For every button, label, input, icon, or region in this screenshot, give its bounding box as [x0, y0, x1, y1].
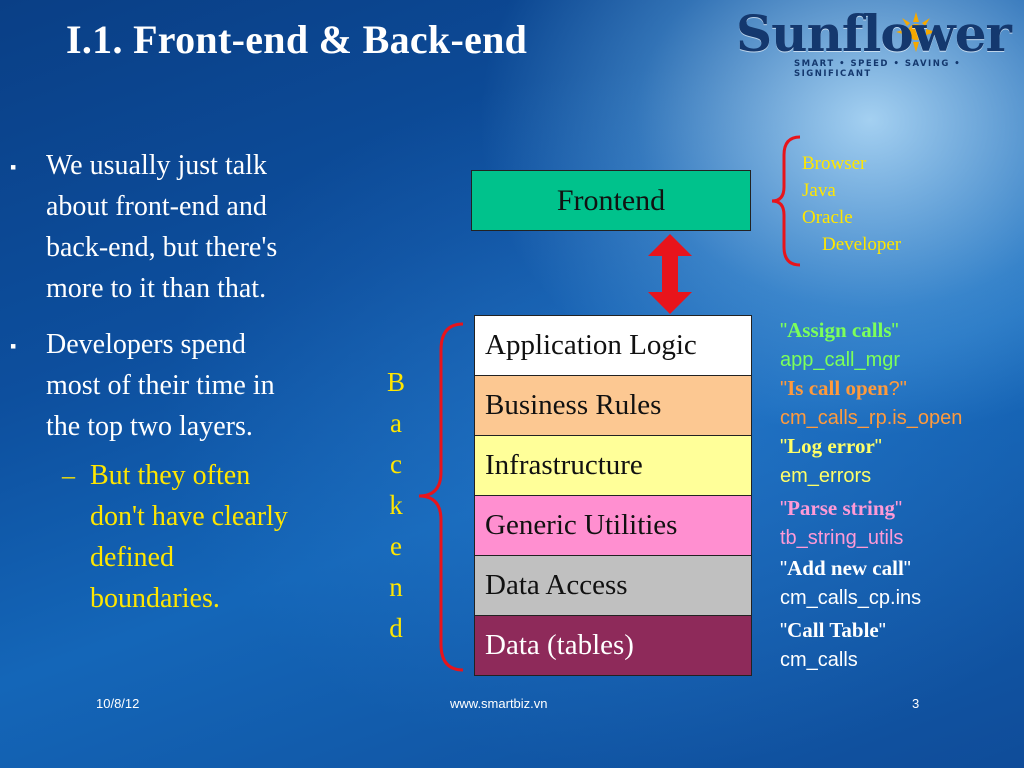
annotation-quote: " — [891, 320, 899, 342]
backend-letter: c — [390, 449, 402, 479]
annotation-quote: " — [874, 436, 882, 458]
backend-bracket — [418, 322, 464, 672]
bullet-line: about front-end and — [46, 191, 267, 222]
frontend-bracket — [771, 135, 801, 267]
double-arrow-icon — [648, 234, 692, 314]
layer-business-rules: Business Rules — [474, 375, 752, 436]
annotation-code: app_call_mgr — [780, 349, 901, 371]
annotation-parse-string: "Parse string" tb_string_utils — [780, 494, 903, 553]
annotation-code: cm_calls_rp.is_open — [780, 407, 963, 429]
bullet-line: Developers spend — [46, 329, 246, 360]
annotation-call-table: "Call Table" cm_calls — [780, 616, 886, 675]
bullet-line: We usually just talk — [46, 150, 267, 181]
layer-data-access: Data Access — [474, 555, 752, 616]
logo-tagline: SMART • SPEED • SAVING • SIGNIFICANT — [794, 59, 962, 79]
backend-letter: B — [386, 367, 405, 397]
backend-label: B a c k e n d — [385, 362, 407, 649]
annotation-code: cm_calls_cp.ins — [780, 587, 922, 609]
sun-icon — [896, 12, 936, 52]
annotation-title: Is call open — [787, 376, 889, 400]
annotation-title: Assign calls — [787, 318, 892, 342]
bullet-line: the top two layers. — [46, 411, 253, 442]
backend-letter: e — [390, 531, 402, 561]
bullet-line: more to it than that. — [46, 273, 267, 304]
layer-infrastructure: Infrastructure — [474, 435, 752, 496]
browser-item: Java — [802, 180, 836, 201]
backend-letter: d — [389, 613, 403, 643]
annotation-code: em_errors — [780, 465, 872, 487]
footer-date: 10/8/12 — [96, 696, 140, 711]
backend-letter: k — [389, 490, 403, 520]
sub-bullet-item: – But they often don't have clearly defi… — [62, 455, 288, 619]
layer-generic-utilities: Generic Utilities — [474, 495, 752, 556]
bullet-marker: ▪ — [10, 336, 17, 356]
annotation-quote: " — [878, 620, 886, 642]
browser-item: Developer — [822, 234, 902, 255]
bullet-item-2: ▪ Developers spend most of their time in… — [10, 324, 275, 447]
annotation-title: Add new call — [787, 556, 904, 580]
bullet-marker: ▪ — [10, 157, 17, 177]
browser-item: Oracle — [802, 207, 853, 228]
sunflower-logo: Sunflower SMART • SPEED • SAVING • SIGNI… — [736, 4, 1016, 79]
footer-page-number: 3 — [912, 696, 920, 711]
annotation-is-call-open: "Is call open?" cm_calls_rp.is_open — [780, 374, 962, 433]
bullet-line: back-end, but there's — [46, 232, 278, 263]
annotation-quote: " — [903, 558, 911, 580]
bullet-line: defined — [90, 542, 174, 573]
layer-application-logic: Application Logic — [474, 315, 752, 376]
annotation-code: cm_calls — [780, 649, 858, 671]
bullet-line: But they often — [90, 460, 251, 491]
annotation-quote: ?" — [888, 378, 907, 400]
bullet-line: don't have clearly — [90, 501, 288, 532]
sub-bullet-marker: – — [62, 461, 75, 490]
annotation-add-new-call: "Add new call" cm_calls_cp.ins — [780, 554, 921, 613]
browser-item: Browser — [802, 153, 867, 174]
footer-url: www.smartbiz.vn — [450, 696, 548, 711]
annotation-title: Call Table — [787, 618, 879, 642]
bullet-item-1: ▪ We usually just talk about front-end a… — [10, 145, 278, 309]
browser-list: Browser Java Oracle Developer — [802, 150, 901, 258]
frontend-box: Frontend — [471, 170, 751, 231]
backend-letter: a — [390, 408, 402, 438]
bullet-line: most of their time in — [46, 370, 275, 401]
logo-wordmark: Sunflower — [736, 4, 1012, 63]
slide-title: I.1. Front-end & Back-end — [66, 17, 528, 62]
annotation-code: tb_string_utils — [780, 527, 904, 549]
bullet-line: boundaries. — [90, 583, 220, 614]
annotation-title: Log error — [787, 434, 875, 458]
annotation-assign-calls: "Assign calls" app_call_mgr — [780, 316, 900, 375]
annotation-title: Parse string — [787, 496, 896, 520]
annotation-quote: " — [895, 498, 903, 520]
annotation-log-error: "Log error" em_errors — [780, 432, 882, 491]
backend-letter: n — [389, 572, 403, 602]
layer-data-tables: Data (tables) — [474, 615, 752, 676]
